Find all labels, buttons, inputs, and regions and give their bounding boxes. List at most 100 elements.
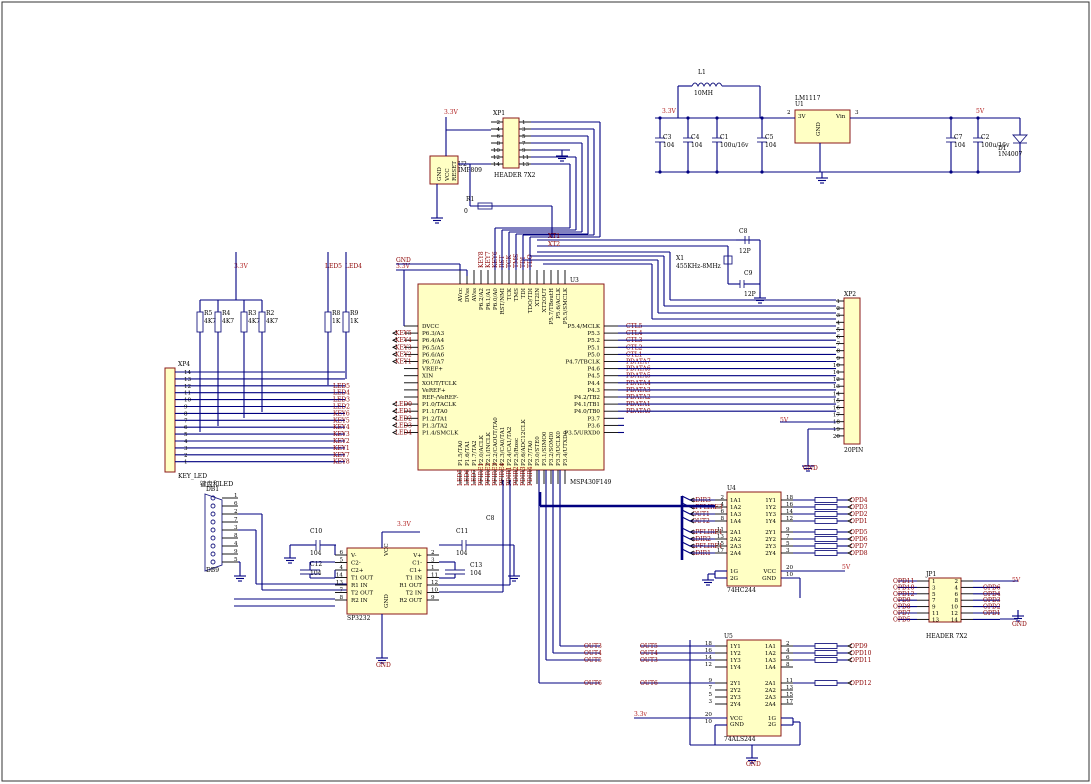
resistor-ref: R8 [332, 310, 341, 317]
capacitor-value: 12P [744, 291, 756, 298]
connector-part: 20PIN [844, 447, 863, 454]
db9-pin-circle [210, 519, 216, 525]
resistor-value: 0 [464, 208, 468, 215]
db9-pin-circle [210, 535, 216, 541]
mcu-net-label: KEY7 [485, 251, 492, 268]
connector-net: OPD5 [893, 616, 911, 623]
junction-dot [658, 116, 662, 120]
mcu-pin-label: P2.5/Rosc [514, 438, 520, 466]
port-arrow [846, 650, 853, 656]
buffer-pin-label: 2A1 [765, 681, 776, 687]
buffer-net-label: OPD2 [850, 511, 868, 518]
buffer-net-label: OUT5 [640, 643, 658, 650]
mcu-net-label: PFIRE1 [478, 463, 485, 486]
mcu-pin-label: P2.7/TA0 [528, 440, 534, 466]
transceiver-pin-label: T1 OUT [351, 576, 373, 582]
mcu-pin-label: P6.3/A3 [422, 331, 445, 337]
buffer-pin-label: 1Y1 [730, 644, 741, 650]
buffer-part: 74ALS244 [724, 736, 756, 743]
crystal-ref: X1 [676, 255, 684, 262]
connector-part: HEADER 7X2 [494, 172, 536, 179]
buffer-pin-label: 1G [768, 716, 777, 722]
mcu-net-label: KEY3 [395, 344, 412, 351]
mcu-pin-label: AVss [472, 288, 478, 303]
buffer-pin-label: 1Y3 [730, 658, 741, 664]
pin-number: 9 [836, 356, 840, 362]
mcu-net-label: LED6 [464, 469, 471, 486]
buffer-pin-label: 1A1 [730, 498, 741, 504]
pin-number: 20 [833, 434, 841, 440]
pin-number: 7 [836, 342, 840, 348]
pin-number: 9 [431, 595, 435, 601]
mcu-net-label: LED7 [471, 469, 478, 486]
gnd-label: GND [376, 662, 391, 669]
port-arrow [391, 401, 398, 407]
mcu-pin-label: P1.2/TA1 [422, 416, 448, 422]
regulator-pin-label: GND [816, 122, 822, 136]
mcu-pin-label: P4.2/TB2 [574, 395, 600, 401]
db9-pin-circle [210, 551, 216, 557]
pin-number: 13 [932, 617, 940, 623]
buffer-net-label: OPD6 [850, 536, 868, 543]
gnd-label: GND [746, 761, 761, 768]
port-arrow [846, 518, 853, 524]
pin-number: 1 [184, 460, 188, 466]
junction-dot [686, 116, 690, 120]
mcu-pin-label: TMS [514, 288, 520, 301]
connector-net: LED4 [333, 390, 350, 397]
power-net-label: 5V [976, 108, 985, 115]
pin-number: 6 [786, 655, 790, 661]
connector-net: OPD1 [983, 610, 1001, 617]
db9-net: DB1 [206, 486, 219, 493]
junction-dot [760, 116, 764, 120]
connector-net: OPD8 [893, 604, 911, 611]
buffer-net-label: OUT3 [640, 657, 658, 664]
power-net-label: 3.3V [444, 109, 459, 116]
pin-number: 6 [954, 592, 958, 598]
buffer-pin-label: 2A2 [765, 688, 777, 694]
port-arrow [846, 536, 853, 542]
mcu-net-label: LED4 [395, 430, 412, 437]
pin-number: 2 [431, 550, 435, 556]
buffer-ref: U5 [724, 633, 733, 640]
pin-number: 13 [717, 534, 725, 540]
port-arrow [846, 643, 853, 649]
capacitor-ref: C9 [744, 270, 753, 277]
buffer-pin-label: 2A3 [765, 695, 777, 701]
db9-pin-circle [210, 511, 216, 517]
connector-net: KEY6 [333, 410, 350, 417]
resistor-body [814, 497, 838, 503]
pin-number: 2 [496, 120, 500, 126]
connector-net: KEY3 [333, 431, 350, 438]
pin-number: 3 [234, 525, 238, 531]
mcu-net-label: KEY4 [395, 337, 412, 344]
pin-number: 11 [786, 678, 793, 684]
connector-body [928, 577, 962, 623]
pin-number: 17 [786, 699, 794, 705]
mcu-pin-label: P6.4/A4 [422, 338, 445, 344]
no-connect [797, 688, 801, 692]
buffer-net-label: OUT4 [640, 650, 658, 657]
mcu-pin-label: P1.3/TA2 [422, 423, 448, 429]
mcu-pin-label: VeREF+ [421, 388, 446, 394]
resistor-value: 4K7 [222, 318, 234, 325]
mcu-pin-label: P4.5 [587, 374, 600, 380]
buffer-pin-label: 1A2 [730, 505, 742, 511]
mcu-net-label: PDIR2 [513, 466, 520, 486]
connector-body [843, 297, 861, 445]
mcu-pin-label: AVcc [458, 288, 464, 303]
mcu-net-label: KEY8 [478, 251, 485, 268]
buffer-pin-label: 2Y3 [730, 695, 741, 701]
pin-number: 9 [932, 605, 936, 611]
mcu-pin-label: DVss [465, 288, 471, 302]
pin-number: 10 [833, 363, 841, 369]
db9-pin-circle [210, 503, 216, 509]
gnd-label: GND [1012, 621, 1027, 628]
regulator-ref: U1 [795, 101, 804, 108]
buffer-pin-label: 1Y1 [765, 498, 776, 504]
power-net-label: LED4 [345, 263, 362, 270]
capacitor-ref: C8 [739, 228, 748, 235]
connector-net: LED5 [333, 383, 350, 390]
mcu-net-label: PDIR3 [520, 466, 527, 486]
capacitor-ref: C1 [720, 134, 728, 141]
